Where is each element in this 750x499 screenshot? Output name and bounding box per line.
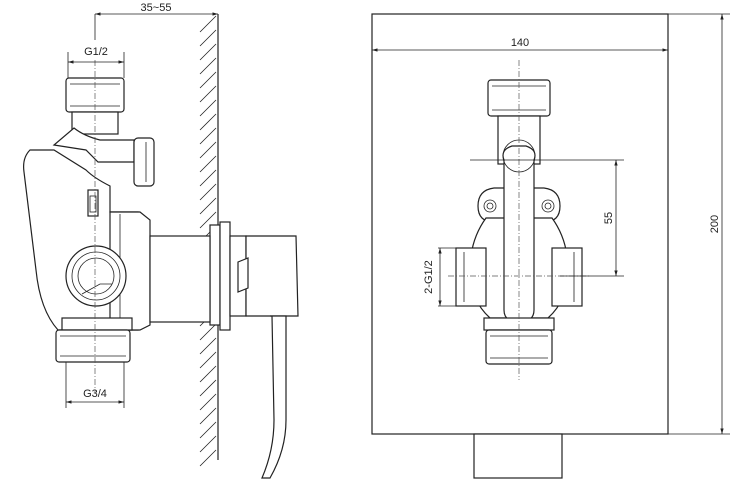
hatch-line (199, 351, 217, 369)
hatch-line (199, 211, 217, 229)
dim-wall-depth: 35~55 (141, 2, 172, 14)
front-view: 140 200 55 2-G1/2 (371, 13, 730, 479)
hatch-line (199, 183, 217, 201)
hatch-line (199, 15, 217, 33)
dim-outlet-thread: G3/4 (83, 388, 107, 400)
hatch-line (199, 85, 217, 103)
hatch-line (199, 99, 217, 117)
dim-side-ports: 2-G1/2 (423, 260, 435, 294)
dim-plate-width: 140 (511, 37, 529, 49)
hatch-line (199, 407, 217, 425)
hatch-line (199, 29, 217, 47)
hatch-line (199, 421, 217, 439)
hatch-line (199, 379, 217, 397)
hatch-line (199, 337, 217, 355)
hatch-line (199, 141, 217, 159)
hatch-line (199, 197, 217, 215)
hatch-line (199, 57, 217, 75)
hatch-line (199, 113, 217, 131)
dim-port-spacing: 55 (603, 212, 615, 224)
hatch-line (199, 323, 217, 341)
hatch-line (199, 71, 217, 89)
hatch-line (199, 435, 217, 453)
hatch-line (199, 127, 217, 145)
hatch-line (199, 449, 217, 467)
hatch-line (199, 365, 217, 383)
hatch-line (199, 393, 217, 411)
hatch-line (199, 43, 217, 61)
dim-inlet-thread: G1/2 (84, 46, 108, 58)
dim-plate-height: 200 (709, 215, 721, 233)
hatch-line (199, 169, 217, 187)
side-view: 35~55 G1/2 G3/4 (23, 2, 299, 479)
hatch-line (199, 155, 217, 173)
